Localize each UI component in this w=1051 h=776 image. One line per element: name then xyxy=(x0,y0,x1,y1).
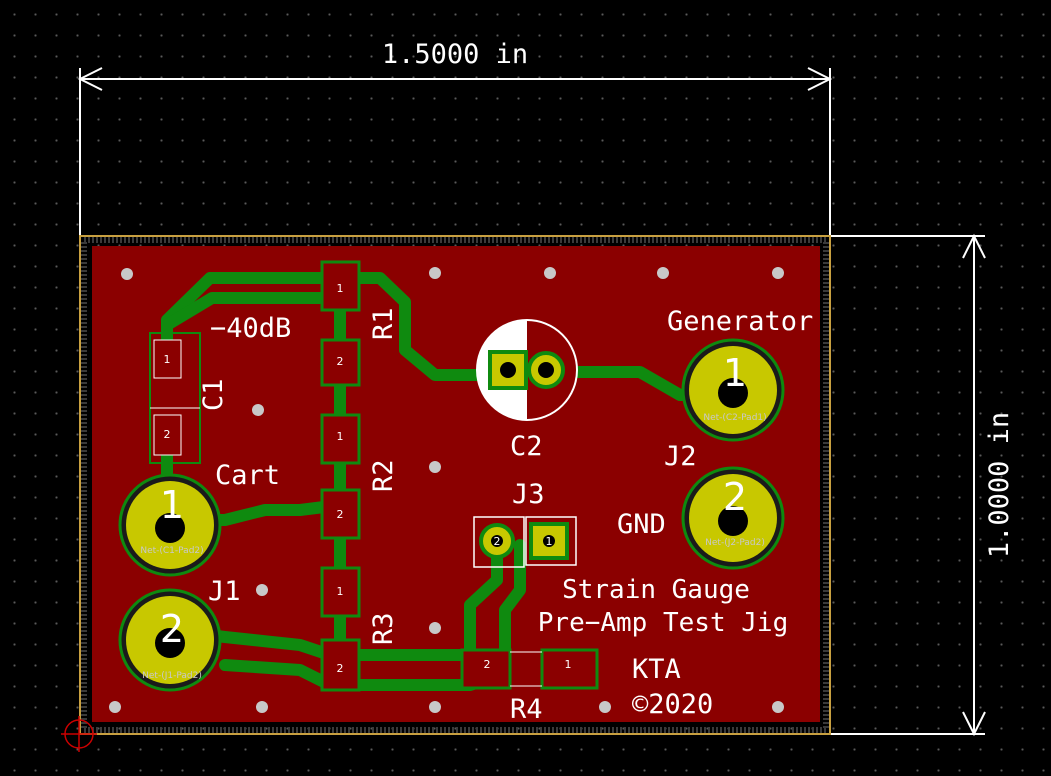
title-line-2: Pre−Amp Test Jig xyxy=(538,608,788,638)
r3-ref: R3 xyxy=(368,612,399,645)
svg-text:1: 1 xyxy=(337,282,344,295)
title-line-1: Strain Gauge xyxy=(562,575,750,605)
r4-ref: R4 xyxy=(510,694,543,725)
svg-text:2: 2 xyxy=(337,508,344,521)
svg-text:1: 1 xyxy=(546,535,553,548)
c2-ref: C2 xyxy=(510,431,543,462)
width-dimension-label: 1.5000 in xyxy=(382,39,528,70)
svg-text:1: 1 xyxy=(337,430,344,443)
j2-pad-2 xyxy=(681,466,785,570)
author-label: KTA xyxy=(632,654,681,685)
j1-pad-1 xyxy=(118,473,222,577)
width-dimension xyxy=(77,67,833,236)
gnd-label: GND xyxy=(617,509,666,540)
j2-pad2-number: 2 xyxy=(723,475,747,519)
cart-label: Cart xyxy=(215,460,280,491)
r1-ref: R1 xyxy=(368,307,399,340)
origin-marker xyxy=(61,716,97,752)
j1-pad1-number: 1 xyxy=(160,483,184,527)
svg-text:2: 2 xyxy=(337,355,344,368)
j2-pad1-number: 1 xyxy=(723,351,747,395)
net-label-j1-pad2: Net-(J1-Pad2) xyxy=(142,671,202,681)
r4-footprint: 2 1 xyxy=(460,648,599,690)
board-edge xyxy=(79,235,831,735)
generator-label: Generator xyxy=(667,306,813,337)
j3-ref: J3 xyxy=(512,479,545,510)
attenuation-label: −40dB xyxy=(210,313,291,344)
svg-text:2: 2 xyxy=(337,662,344,675)
c1-footprint: 1 2 xyxy=(149,332,201,464)
svg-text:1: 1 xyxy=(164,353,171,366)
j2-ref: J2 xyxy=(664,441,697,472)
svg-text:2: 2 xyxy=(494,535,501,548)
vias xyxy=(109,267,784,713)
c1-ref: C1 xyxy=(198,378,229,411)
r1-r2-r3-footprints xyxy=(320,260,361,692)
height-dimension-label: 1.0000 in xyxy=(984,412,1015,558)
j2-pad-1 xyxy=(681,338,785,442)
net-label-c2-pad1: Net-(C2-Pad1) xyxy=(703,413,766,423)
height-dimension xyxy=(830,233,986,737)
net-label-c1-pad2: Net-(C1-Pad2) xyxy=(140,546,203,556)
j1-ref: J1 xyxy=(208,576,241,607)
svg-text:2: 2 xyxy=(484,658,491,671)
r2-ref: R2 xyxy=(368,459,399,492)
copyright-label: ©2020 xyxy=(632,689,713,720)
j1-pad2-number: 2 xyxy=(160,607,184,651)
c2-footprint xyxy=(476,319,578,421)
svg-text:1: 1 xyxy=(337,585,344,598)
net-label-j2-pad2: Net-(J2-Pad2) xyxy=(705,538,765,548)
svg-text:1: 1 xyxy=(565,658,572,671)
svg-text:2: 2 xyxy=(164,428,171,441)
j3-footprint: 2 1 xyxy=(473,516,577,568)
j1-pad-2 xyxy=(118,588,222,692)
